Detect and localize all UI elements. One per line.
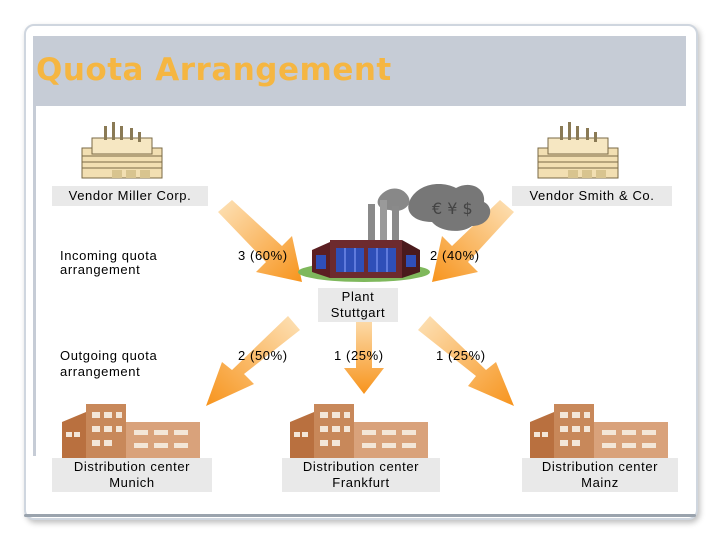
dc-munich-label-line2: Munich <box>109 475 155 490</box>
vendor-miller-factory-icon <box>81 121 163 179</box>
outgoing-quota-frankfurt: 1 (25%) <box>334 348 384 363</box>
outgoing-quota-label-line2: arrangement <box>60 364 141 379</box>
dc-frankfurt-building-icon <box>290 404 428 458</box>
dc-mainz-building-icon <box>530 404 668 458</box>
incoming-arrow-left <box>218 200 302 282</box>
svg-text:€ ¥ $: € ¥ $ <box>432 199 473 218</box>
dc-munich-label-line1: Distribution center <box>73 459 191 474</box>
page-title: Quota Arrangement <box>36 52 392 88</box>
dc-frankfurt-label-line1: Distribution center <box>302 459 420 474</box>
vendor-smith-label: Vendor Smith & Co. <box>512 186 672 206</box>
outgoing-arrow-mainz <box>418 316 514 406</box>
plant-label-line1: Plant <box>341 289 375 304</box>
incoming-arrow-right <box>432 200 514 282</box>
slide-bottom-edge <box>24 514 696 517</box>
outgoing-quota-mainz: 1 (25%) <box>436 348 486 363</box>
dc-frankfurt-label-box: Distribution center Frankfurt <box>282 458 440 492</box>
outgoing-arrow-frankfurt <box>344 322 384 394</box>
outgoing-quota-munich: 2 (50%) <box>238 348 288 363</box>
outgoing-quota-label-line1: Outgoing quota <box>60 348 158 363</box>
plant-label-line2: Stuttgart <box>330 305 386 320</box>
dc-mainz-label-box: Distribution center Mainz <box>522 458 678 492</box>
dc-munich-building-icon <box>62 404 200 458</box>
incoming-quota-left: 3 (60%) <box>238 248 288 263</box>
incoming-quota-label-line1: Incoming quota <box>60 248 158 263</box>
vendor-smith-factory-icon <box>537 121 619 179</box>
dc-mainz-label-line1: Distribution center <box>541 459 659 474</box>
dc-mainz-label-line2: Mainz <box>581 475 619 490</box>
incoming-quota-right: 2 (40%) <box>430 248 480 263</box>
incoming-quota-label-line2: arrangement <box>60 262 141 277</box>
dc-frankfurt-label-line2: Frankfurt <box>332 475 390 490</box>
vendor-miller-label: Vendor Miller Corp. <box>52 186 208 206</box>
plant-stuttgart-icon: € ¥ $ <box>298 184 491 282</box>
title-bar <box>33 36 686 106</box>
plant-label-box: Plant Stuttgart <box>318 288 398 322</box>
dc-munich-label-box: Distribution center Munich <box>52 458 212 492</box>
slide-left-edge <box>33 106 36 456</box>
outgoing-arrow-munich <box>206 316 300 406</box>
